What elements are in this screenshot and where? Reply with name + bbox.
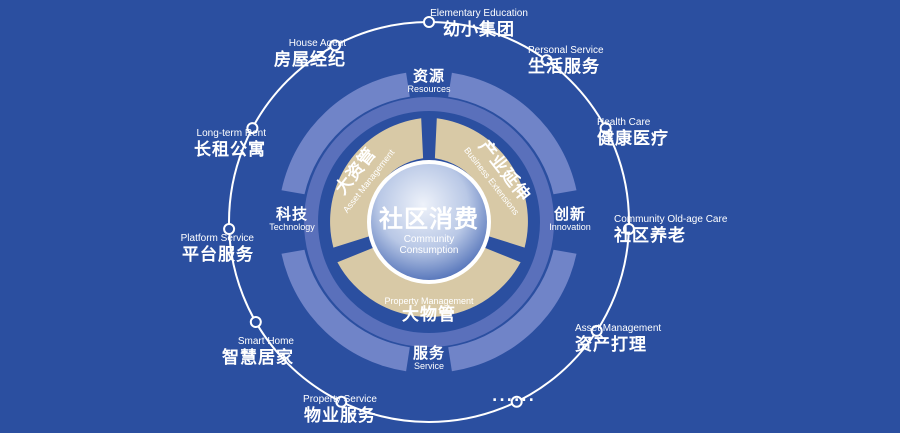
core-label: 社区消费 Community Consumption — [379, 199, 479, 256]
service-smart-home: Smart Home 智慧居家 — [222, 336, 294, 368]
core-title: 社区消费 — [379, 205, 479, 233]
outer-dot — [510, 395, 523, 408]
outer-dot — [590, 324, 603, 337]
service-health-care: Health Care 健康医疗 — [597, 117, 669, 149]
ring-band — [281, 72, 577, 372]
outer-dot — [223, 223, 236, 235]
ring-label-resources: 资源 Resources — [407, 67, 451, 94]
service-personal-service: Personal Service 生活服务 — [528, 45, 604, 77]
service-property-service: Property Service 物业服务 — [303, 394, 377, 426]
core-subtitle-line2: Consumption — [399, 245, 459, 256]
service-community-old-age-care: Community Old-age Care 社区养老 — [614, 214, 728, 246]
core-subtitle-line1: Community — [403, 234, 455, 245]
outer-dot — [329, 39, 342, 52]
service-long-term-rent: Long-term Rent 长租公寓 — [194, 128, 266, 160]
outer-circle-dots — [223, 16, 635, 408]
core-circle — [371, 164, 487, 280]
ring-label-innovation: 创新 Innovation — [549, 205, 591, 232]
more-indicator: ...... — [492, 389, 536, 405]
ring-segment-top-right — [448, 72, 577, 195]
outer-dot — [335, 395, 348, 408]
outer-dot — [423, 16, 435, 28]
outer-dot — [599, 122, 612, 135]
ring-segment-right-lower — [448, 249, 577, 372]
outer-dot — [246, 122, 259, 135]
service-elementary-education: Elementary Education 幼小集团 — [430, 8, 528, 40]
ring-segment-bottom-left — [281, 249, 410, 372]
sector-business-extensions — [434, 118, 528, 248]
ring-segment-top-left — [281, 72, 410, 195]
sector-label-property-management: Property Management 大物管 — [384, 296, 474, 326]
outer-dot — [622, 223, 635, 235]
service-house-agent: House Agent 房屋经纪 — [274, 38, 346, 70]
ring-label-service: 服务 Service — [412, 344, 445, 371]
outer-dot — [540, 54, 553, 67]
service-platform-service: Platform Service 平台服务 — [180, 233, 254, 265]
outer-dot — [249, 316, 262, 328]
inner-sectors — [330, 118, 528, 317]
ring-label-technology: 科技 Technology — [269, 205, 315, 232]
inner-blue-ring — [304, 97, 554, 347]
sector-asset-management — [330, 118, 424, 248]
service-asset-management: Asset Management 资产打理 — [575, 323, 662, 355]
